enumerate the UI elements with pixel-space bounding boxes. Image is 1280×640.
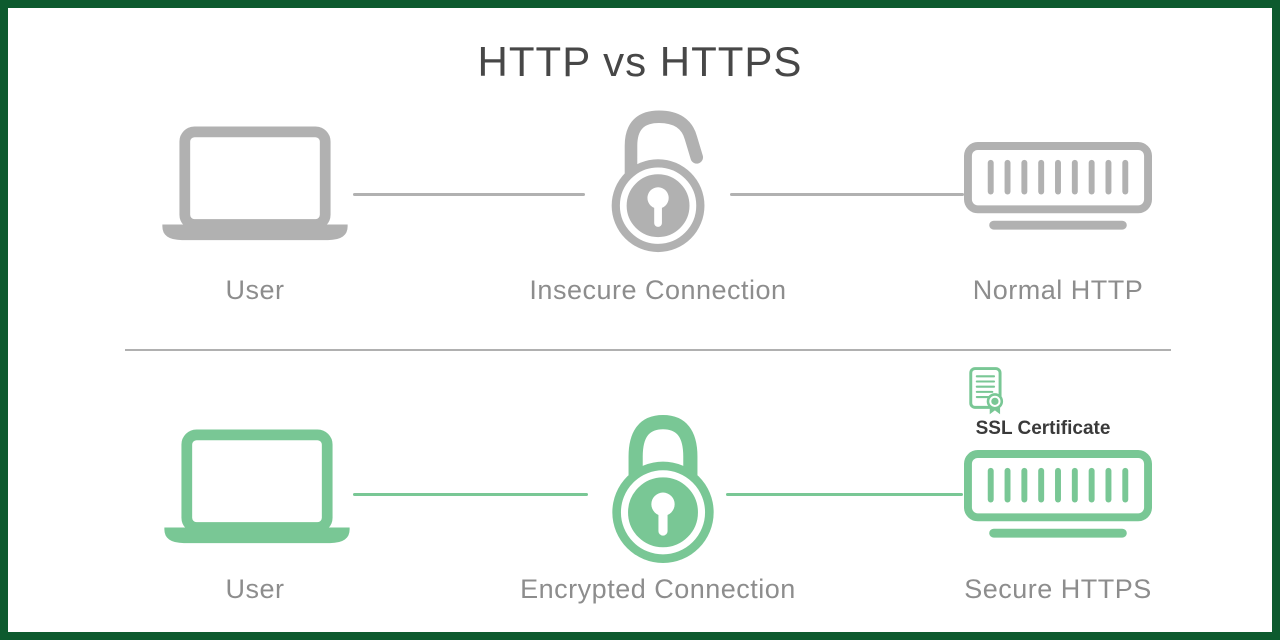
page-title: HTTP vs HTTPS <box>477 38 803 85</box>
laptop-icon <box>164 429 350 546</box>
locked-padlock-icon <box>600 412 726 564</box>
server-icon <box>964 142 1152 241</box>
ssl-certificate-icon <box>968 366 1008 416</box>
https-user-label: User <box>225 574 285 604</box>
http-server-label: Normal HTTP <box>972 275 1144 305</box>
connection-line-http-right <box>730 193 964 196</box>
https-server-label: Secure HTTPS <box>964 574 1152 604</box>
connection-line-https-left <box>353 493 588 496</box>
section-divider <box>125 349 1171 351</box>
http-user-label: User <box>225 275 285 305</box>
http-connection-label: Insecure Connection <box>529 275 787 305</box>
https-connection-label: Encrypted Connection <box>520 574 796 604</box>
unlocked-padlock-icon <box>602 109 718 254</box>
connection-line-http-left <box>353 193 585 196</box>
laptop-icon <box>162 126 348 243</box>
connection-line-https-right <box>726 493 963 496</box>
server-icon <box>964 450 1152 549</box>
ssl-certificate-label: SSL Certificate <box>975 418 1111 439</box>
